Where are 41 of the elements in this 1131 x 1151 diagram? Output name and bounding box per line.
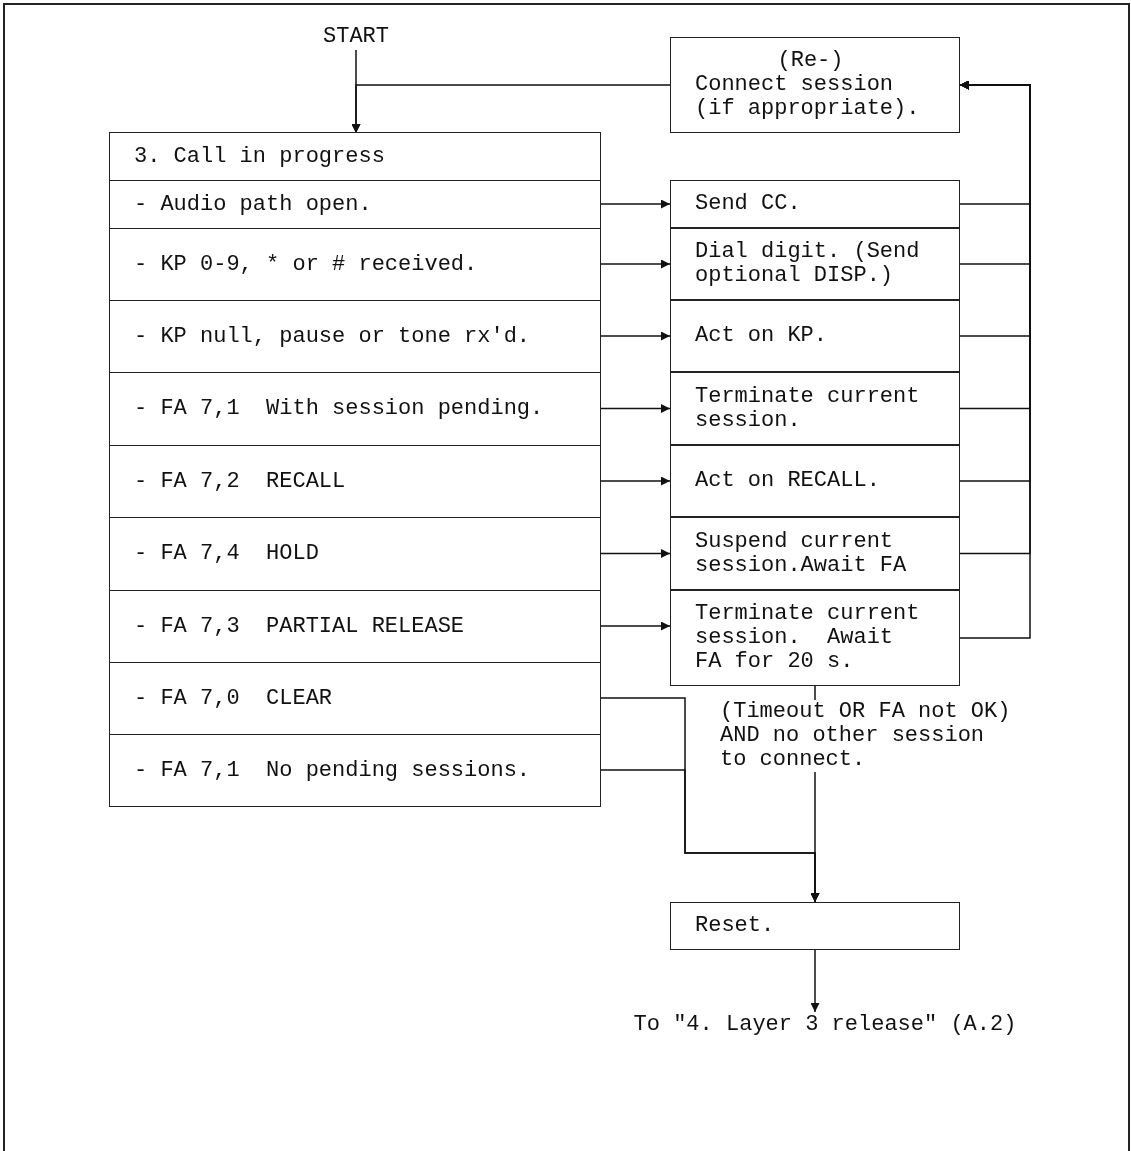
box-text: Terminate current session. <box>695 384 921 433</box>
box-text: - FA 7,2 RECALL <box>134 469 347 494</box>
connector-arrow <box>599 404 671 413</box>
action-box <box>670 37 960 133</box>
connector-arrow <box>599 476 671 486</box>
box-text: - FA 7,1 With session pending. <box>134 397 545 421</box>
flow-label: To "4. Layer 3 release" (A.2) <box>632 1013 1018 1037</box>
box-text: Send CC. <box>695 192 802 216</box>
action-box <box>670 300 960 372</box>
box-text: Reset. <box>695 914 776 938</box>
connector-arrow <box>599 549 671 558</box>
box-text: (Re-) <box>776 49 845 73</box>
action-box <box>670 902 960 950</box>
box-text: Act on KP. <box>695 324 829 348</box>
connector-arrow <box>810 949 820 1013</box>
box-text: - FA 7,0 CLEAR <box>134 686 334 711</box>
connector-arrow <box>351 84 671 134</box>
box-text: Connect session (if appropriate). <box>695 73 921 121</box>
box-text: - Audio path open. <box>134 192 373 217</box>
box-text: - KP 0-9, * or # received. <box>134 252 479 277</box>
action-box <box>670 180 960 228</box>
box-text: - FA 7,3 PARTIAL RELEASE <box>134 614 466 639</box>
box-text: Dial digit. (Send optional DISP.) <box>695 240 921 288</box>
table-heading: 3. Call in progress <box>133 143 386 171</box>
box-text: - FA 7,4 HOLD <box>134 542 320 566</box>
connector-arrow <box>599 199 671 209</box>
box-text: Suspend current session.Await FA <box>695 529 908 578</box>
action-box <box>670 590 960 686</box>
action-box <box>670 372 960 445</box>
action-box <box>670 517 960 590</box>
connector-arrow <box>599 621 671 631</box>
connector-arrow <box>599 331 671 341</box>
connector-arrow <box>959 80 1031 639</box>
box-text: Terminate current session. Await FA for 20 s. <box>695 602 921 674</box>
box-text: - KP null, pause or tone rx'd. <box>134 324 532 349</box>
action-box <box>670 445 960 517</box>
action-box <box>670 228 960 300</box>
box-text: Act on RECALL. <box>695 469 881 493</box>
box-text: - FA 7,1 No pending sessions. <box>134 758 532 783</box>
connector-arrow <box>599 259 671 269</box>
flow-label: START <box>322 25 390 49</box>
